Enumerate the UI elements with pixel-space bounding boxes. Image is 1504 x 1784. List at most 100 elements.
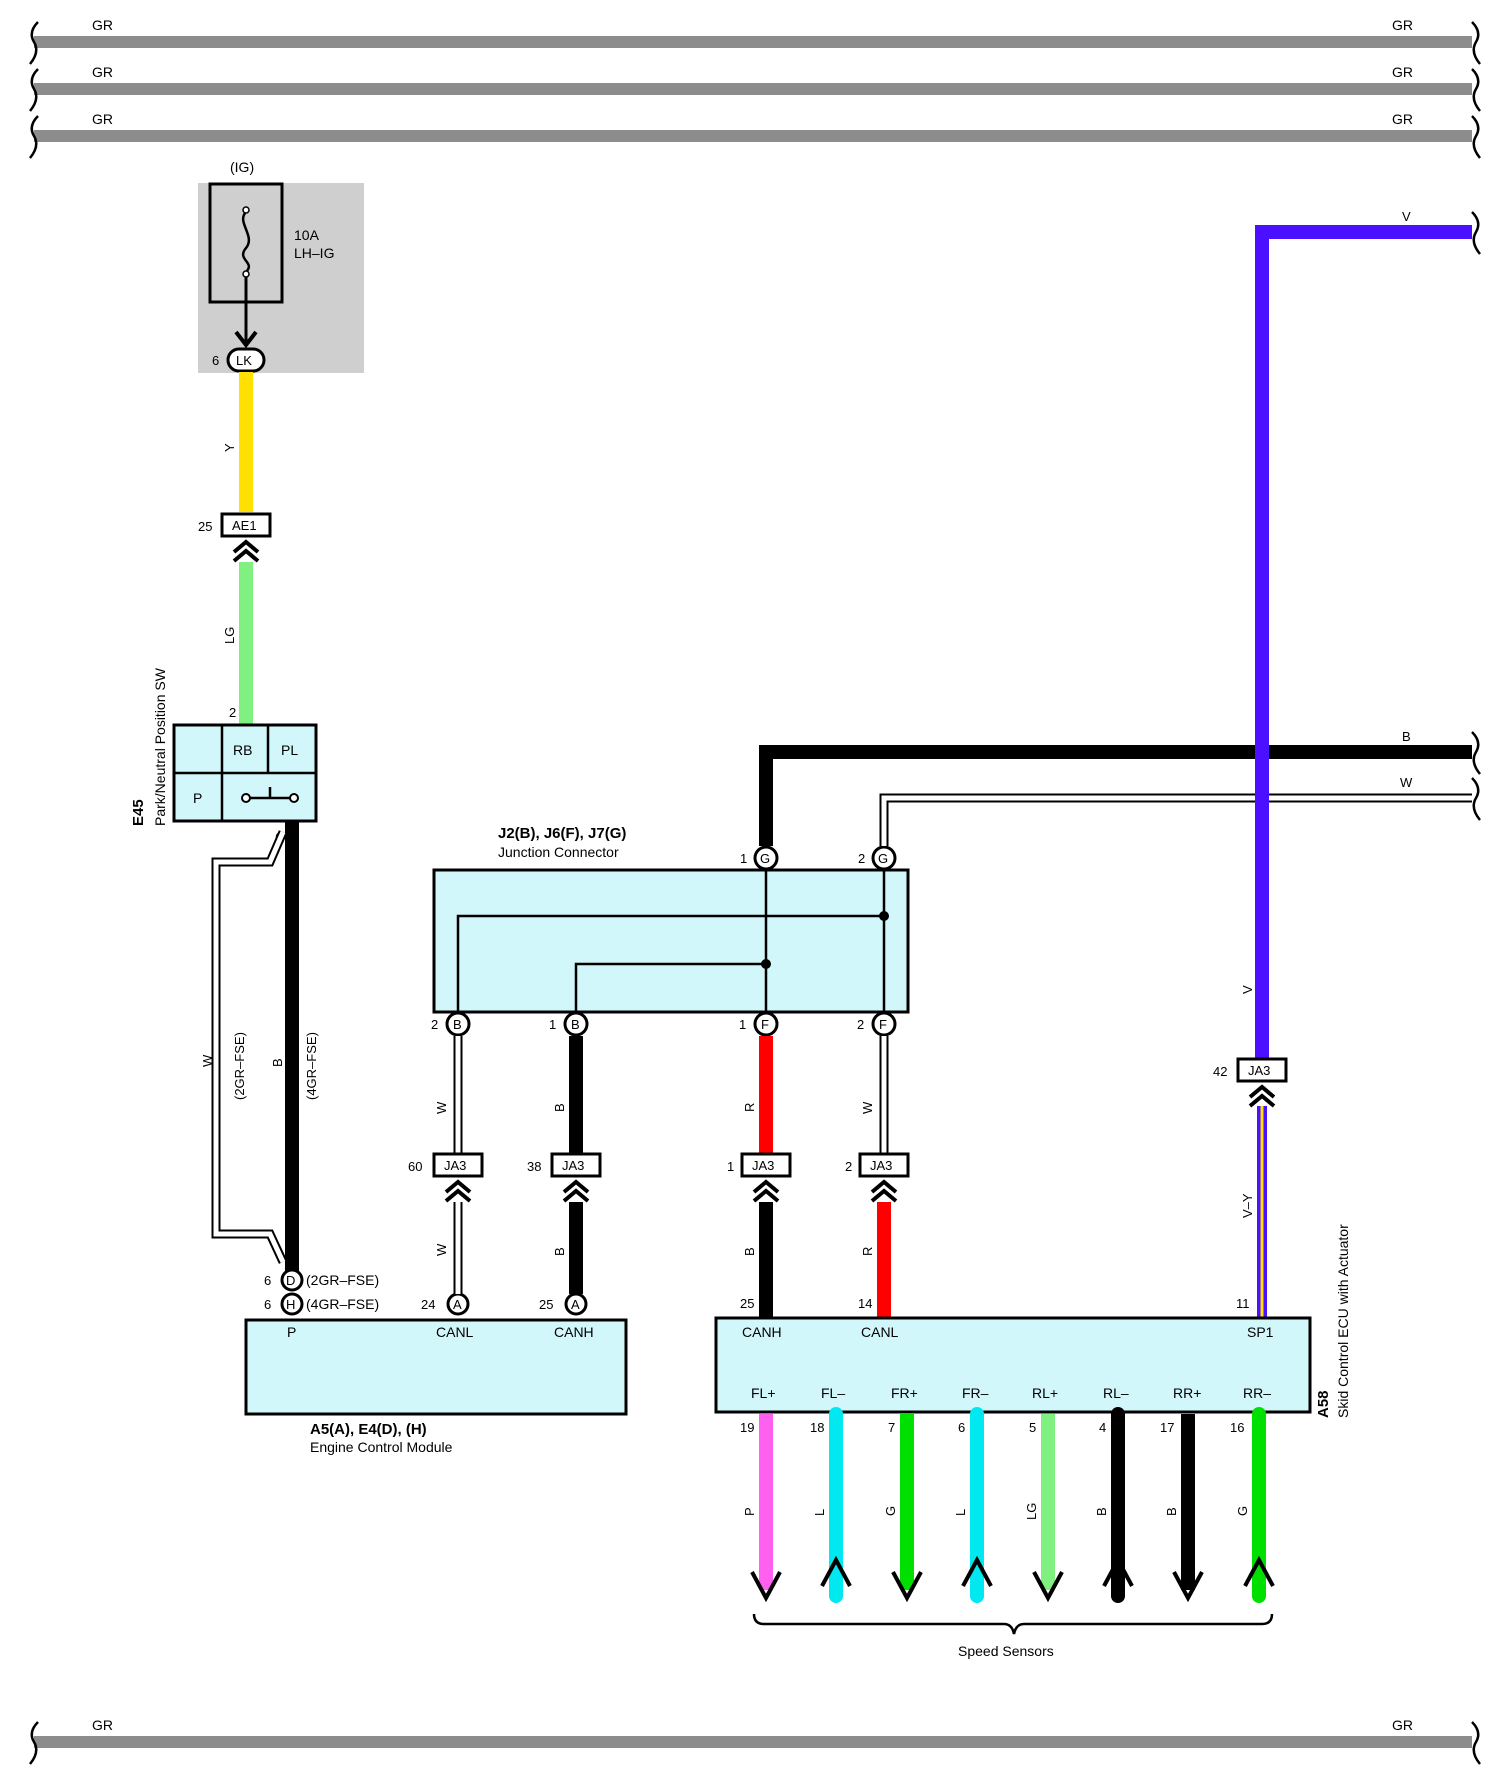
chevron-up-icon (752, 1188, 780, 1203)
gr-label: GR (1392, 1717, 1413, 1733)
switch-terminal (289, 793, 299, 803)
wire-color-label: B (1402, 729, 1411, 744)
connector-g (753, 845, 779, 871)
fuse-block: (IG) 10A LH–IG LK 6 (198, 159, 364, 373)
pin-label: 2 (229, 705, 236, 720)
junction-connector: J2(B), J6(F), J7(G) Junction Connector (432, 825, 910, 1014)
skid-box (714, 1316, 1312, 1414)
wire-color-label: Y (222, 443, 237, 452)
pin-label: 4 (1099, 1420, 1106, 1435)
connector-ja3-label: JA3 (1248, 1063, 1270, 1078)
connector-ja3-label: JA3 (870, 1158, 892, 1173)
connector-d-label: D (286, 1273, 295, 1288)
switch-terminal (241, 793, 251, 803)
wire-color-label: B (1164, 1507, 1179, 1516)
wire-b-main (759, 745, 1472, 846)
ecm-pin-p: P (287, 1324, 296, 1340)
pin-label: 2 (845, 1159, 852, 1174)
wire-color-label: B (742, 1247, 757, 1256)
fuse-terminal (242, 270, 250, 278)
pin-label: 25 (740, 1296, 754, 1311)
pin-label: 6 (212, 353, 219, 368)
pin-label: 1 (739, 1017, 746, 1032)
wire-color-label: L (812, 1509, 827, 1516)
fuse-icon (241, 211, 251, 273)
chevron-up-icon (1248, 1093, 1276, 1108)
connector-ja3 (550, 1152, 602, 1178)
gr-label: GR (92, 111, 113, 127)
e45-code: E45 (130, 799, 147, 826)
connector-ja3-label: JA3 (752, 1158, 774, 1173)
connector-ja3-label: JA3 (444, 1158, 466, 1173)
speed-sensors-label: Speed Sensors (958, 1643, 1054, 1659)
variant-label: (4GR–FSE) (304, 1032, 319, 1100)
skid-control-ecu: 25 14 11 CANH CANL SP1 A58 Skid Control … (714, 1224, 1351, 1418)
wire-break-right (1471, 731, 1481, 821)
wire-color-label: B (552, 1103, 567, 1112)
wire-color-label: W (200, 1054, 215, 1067)
sensor-label: FL– (821, 1385, 845, 1401)
arrow-down-icon (1172, 1571, 1204, 1603)
arrow-down-icon (234, 330, 258, 349)
gr-label: GR (92, 64, 113, 80)
connector-g (871, 845, 897, 871)
wire-color-label: B (270, 1058, 285, 1067)
connector-ja3 (740, 1152, 792, 1178)
wire-v (1255, 225, 1472, 1058)
ecm-name: Engine Control Module (310, 1439, 453, 1455)
gr-label: GR (1392, 17, 1413, 33)
connector-ja3 (1236, 1057, 1288, 1083)
chevron-up-icon (752, 1179, 780, 1194)
sensor-labels: FL+ FL– FR+ FR– RL+ RL– RR+ RR– 19 18 7 … (740, 1385, 1271, 1435)
ecm-pin-canl: CANL (436, 1324, 474, 1340)
variant-label: (2GR–FSE) (306, 1272, 379, 1288)
junction-trace (574, 962, 766, 1012)
connector-f-label: F (761, 1017, 769, 1032)
wire-color-label: W (1400, 775, 1413, 790)
pin-label: 1 (549, 1017, 556, 1032)
junction-name: Junction Connector (498, 844, 619, 860)
sensor-label: RR+ (1173, 1385, 1201, 1401)
connector-h-label: H (286, 1297, 295, 1312)
connector-ja3 (858, 1152, 910, 1178)
pin-label: 6 (264, 1273, 271, 1288)
ig-label: (IG) (230, 159, 254, 175)
e45-cell-pl: PL (281, 742, 298, 758)
wire-color-label: V–Y (1240, 1193, 1255, 1218)
connector-b-label: B (453, 1017, 462, 1032)
pin-label: 19 (740, 1420, 754, 1435)
e45-cell-p: P (193, 790, 202, 806)
chevron-up-icon (1248, 1084, 1276, 1099)
arrow-up-icon (1102, 1555, 1134, 1587)
arrow-up-icon (1243, 1555, 1275, 1587)
chevron-up-icon (444, 1179, 472, 1194)
chevron-up-icon (444, 1188, 472, 1203)
connector-f-label: F (879, 1017, 887, 1032)
connector-b-label: B (571, 1017, 580, 1032)
fuse-terminal (242, 206, 250, 214)
pin-label: 2 (858, 851, 865, 866)
e45-cell-rb: RB (233, 742, 252, 758)
skid-pin-canh: CANH (742, 1324, 782, 1340)
sensor-label: FL+ (751, 1385, 776, 1401)
connector-lk-label: LK (236, 353, 252, 368)
pin-label: 7 (888, 1420, 895, 1435)
connector-lk (226, 347, 266, 373)
wire-color-label: W (434, 1243, 449, 1256)
arrow-down-icon (1032, 1571, 1064, 1603)
wire-color-label: B (1094, 1507, 1109, 1516)
gr-bus-lines: GR GR GR GR GR GR GR GR (29, 17, 1481, 1765)
pin-label: 1 (727, 1159, 734, 1174)
pin-label: 6 (264, 1297, 271, 1312)
skid-code: A58 (1315, 1390, 1332, 1418)
gr-label: GR (1392, 111, 1413, 127)
chevron-up-icon (562, 1179, 590, 1194)
arrow-down-icon (891, 1571, 923, 1603)
arrow-down-icon (750, 1571, 782, 1603)
variant-label: (2GR–FSE) (232, 1032, 247, 1100)
ecm-box (244, 1318, 628, 1416)
skid-name: Skid Control ECU with Actuator (1335, 1224, 1351, 1418)
wire-break-right (1471, 211, 1481, 255)
junction-trace (456, 870, 886, 1012)
pin-label: 14 (858, 1296, 872, 1311)
